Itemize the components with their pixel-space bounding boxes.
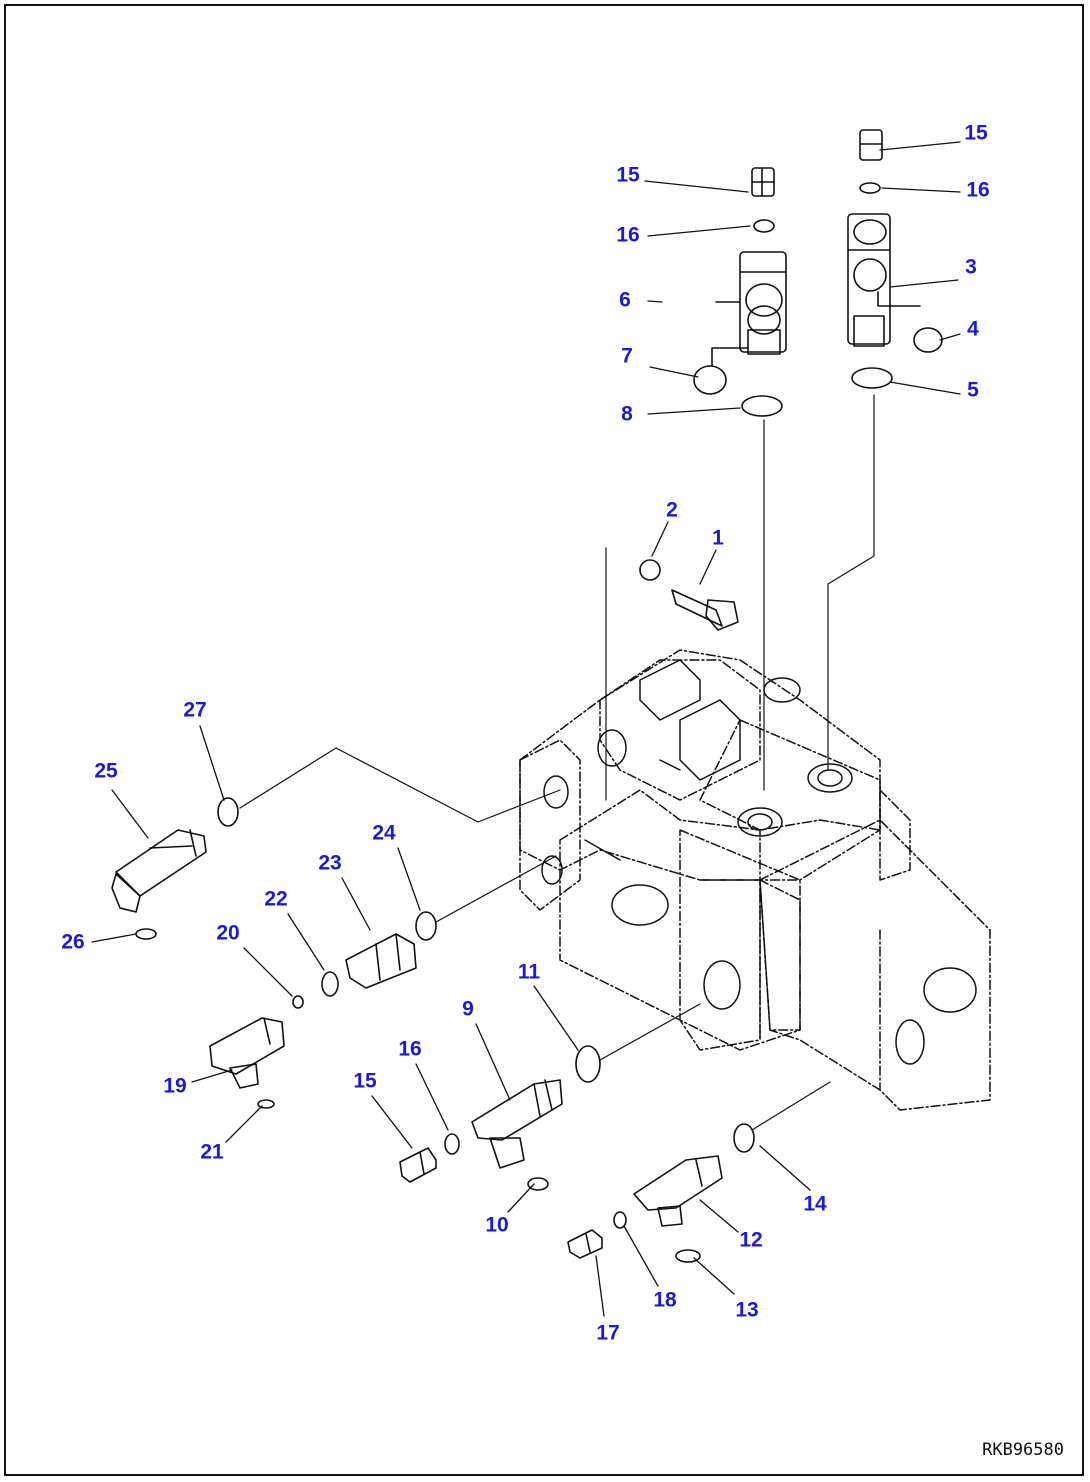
callout-12: 12 — [739, 1228, 763, 1252]
valve-body-ports — [541, 659, 977, 1065]
callout-19: 19 — [163, 1074, 187, 1098]
callout-15-lower: 15 — [353, 1069, 377, 1093]
callout-7: 7 — [621, 344, 633, 368]
part-2-washer — [639, 559, 661, 581]
part-26-oring — [135, 928, 157, 940]
callout-16: 16 — [616, 223, 640, 247]
callout-21: 21 — [200, 1140, 224, 1164]
callout-11: 11 — [517, 960, 541, 984]
callout-16-lower: 16 — [398, 1037, 422, 1061]
callout-1: 1 — [712, 526, 724, 550]
part-3-valve — [847, 213, 921, 347]
callout-3: 3 — [965, 255, 977, 279]
part-8-oring — [741, 395, 783, 417]
part-19-switch — [209, 1017, 285, 1089]
part-7-plug — [693, 365, 727, 395]
part-15-screw-upper-left — [751, 167, 775, 197]
callout-23: 23 — [318, 851, 342, 875]
part-18-oring — [613, 1211, 627, 1229]
callout-15: 15 — [616, 163, 640, 187]
part-22-oring — [321, 971, 339, 997]
callout-8: 8 — [621, 402, 633, 426]
part-27-oring — [217, 797, 239, 827]
part-15-plug-lower — [399, 1147, 437, 1183]
part-16-oring-upper-left — [753, 219, 775, 233]
callout-6: 6 — [619, 288, 631, 312]
callout-20: 20 — [216, 921, 240, 945]
callout-18: 18 — [653, 1288, 677, 1312]
part-12-valve — [633, 1155, 723, 1227]
callout-26: 26 — [61, 930, 85, 954]
part-16-oring-upper-right — [859, 182, 881, 194]
part-14-oring — [733, 1123, 755, 1153]
callout-25: 25 — [94, 759, 118, 783]
part-5-oring — [851, 367, 893, 389]
callout-5: 5 — [967, 378, 979, 402]
part-20-ball — [292, 995, 304, 1009]
part-25-switch — [111, 829, 207, 913]
assembly-lines — [239, 394, 875, 1131]
callout-16-top: 16 — [966, 178, 990, 202]
callout-17: 17 — [596, 1321, 620, 1345]
callout-27: 27 — [183, 698, 207, 722]
part-6-valve — [715, 251, 787, 355]
callout-9: 9 — [462, 997, 474, 1021]
part-17-plug — [567, 1229, 603, 1259]
callout-22: 22 — [264, 887, 288, 911]
callout-4: 4 — [967, 317, 979, 341]
part-4-plug — [913, 327, 943, 353]
valve-body — [519, 649, 991, 1111]
callout-13: 13 — [735, 1298, 759, 1322]
part-1-bolt — [671, 589, 739, 631]
drawing-code: RKB96580 — [982, 1440, 1064, 1460]
part-23-fitting — [345, 933, 417, 989]
part-24-oring — [415, 911, 437, 941]
part-9-valve — [471, 1079, 563, 1169]
callout-24: 24 — [372, 821, 396, 845]
diagram-frame — [4, 4, 1084, 1476]
leader-lines — [91, 141, 961, 1317]
part-7-bracket — [711, 347, 749, 367]
part-16-oring-lower — [444, 1133, 460, 1155]
part-13-oring — [675, 1249, 701, 1263]
callout-10: 10 — [485, 1213, 509, 1237]
callout-15-top: 15 — [964, 121, 988, 145]
part-10-oring — [527, 1177, 549, 1191]
part-11-oring — [575, 1045, 601, 1083]
callout-14: 14 — [803, 1192, 827, 1216]
part-21-oring — [257, 1099, 275, 1109]
callout-2: 2 — [666, 498, 678, 522]
part-15-screw-upper-right — [859, 129, 883, 161]
